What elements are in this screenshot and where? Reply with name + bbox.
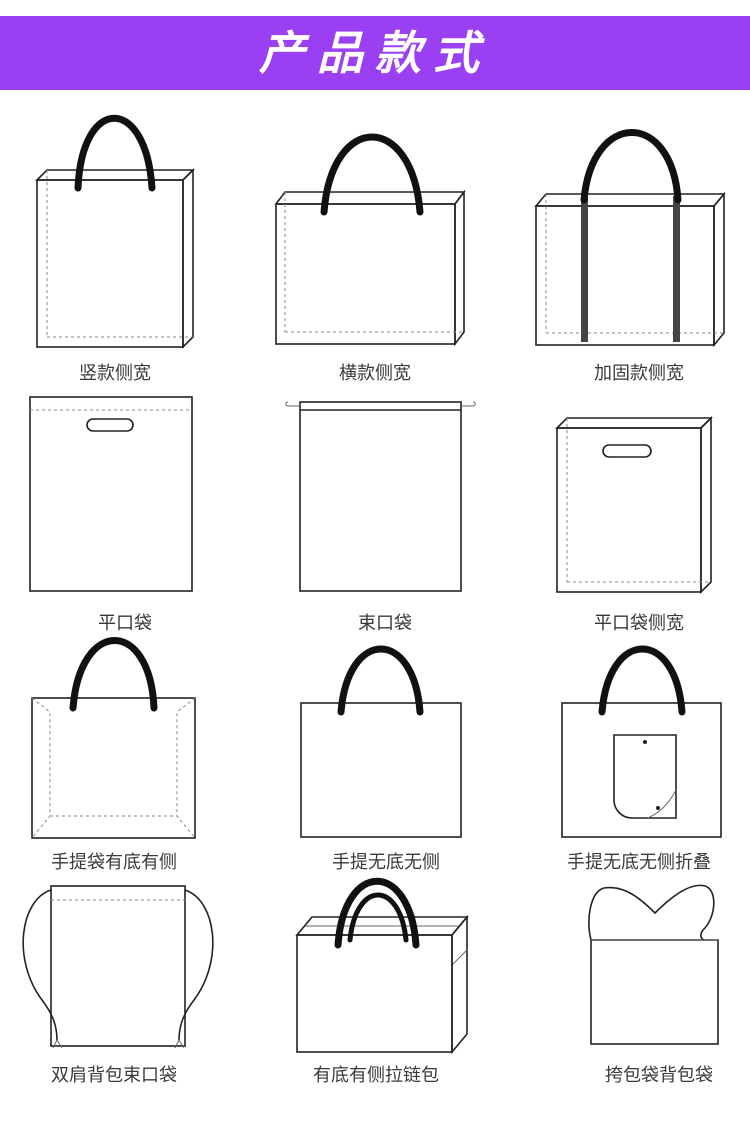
drawstring-backpack-icon (22, 885, 214, 1049)
product-label: 双肩背包束口袋 (51, 1065, 177, 1086)
product-label: 束口袋 (358, 613, 412, 634)
foldable-tote-bag-icon (561, 645, 722, 838)
shoulder-bag-icon (588, 884, 719, 1045)
product-label: 挎包袋背包袋 (605, 1065, 713, 1086)
page-title: 产品款式 (259, 26, 491, 80)
product-label: 加固款侧宽 (594, 363, 684, 384)
product-label: 手提无底无侧折叠 (567, 852, 711, 873)
product-label: 有底有侧拉链包 (313, 1065, 439, 1086)
product-label: 竖款侧宽 (79, 363, 151, 384)
tote-bag-horizontal-gusset-icon (274, 133, 466, 347)
tote-bag-reinforced-gusset-icon (534, 129, 726, 348)
zipper-bag-icon (295, 877, 469, 1055)
die-cut-gusset-bag-icon (555, 416, 713, 594)
product-label: 手提袋有底有侧 (51, 852, 177, 873)
product-label: 横款侧宽 (339, 363, 411, 384)
product-label: 平口袋 (98, 613, 152, 634)
product-label: 手提无底无侧 (332, 852, 440, 873)
die-cut-handle-bag-icon (29, 396, 193, 592)
tote-bag-vertical-gusset-icon (35, 114, 195, 349)
flat-tote-bag-icon (300, 645, 462, 838)
tote-bag-bottom-side-icon (31, 637, 196, 839)
header-banner: 产品款式 (0, 16, 750, 90)
product-label: 平口袋侧宽 (594, 613, 684, 634)
drawstring-bag-icon (285, 401, 476, 592)
